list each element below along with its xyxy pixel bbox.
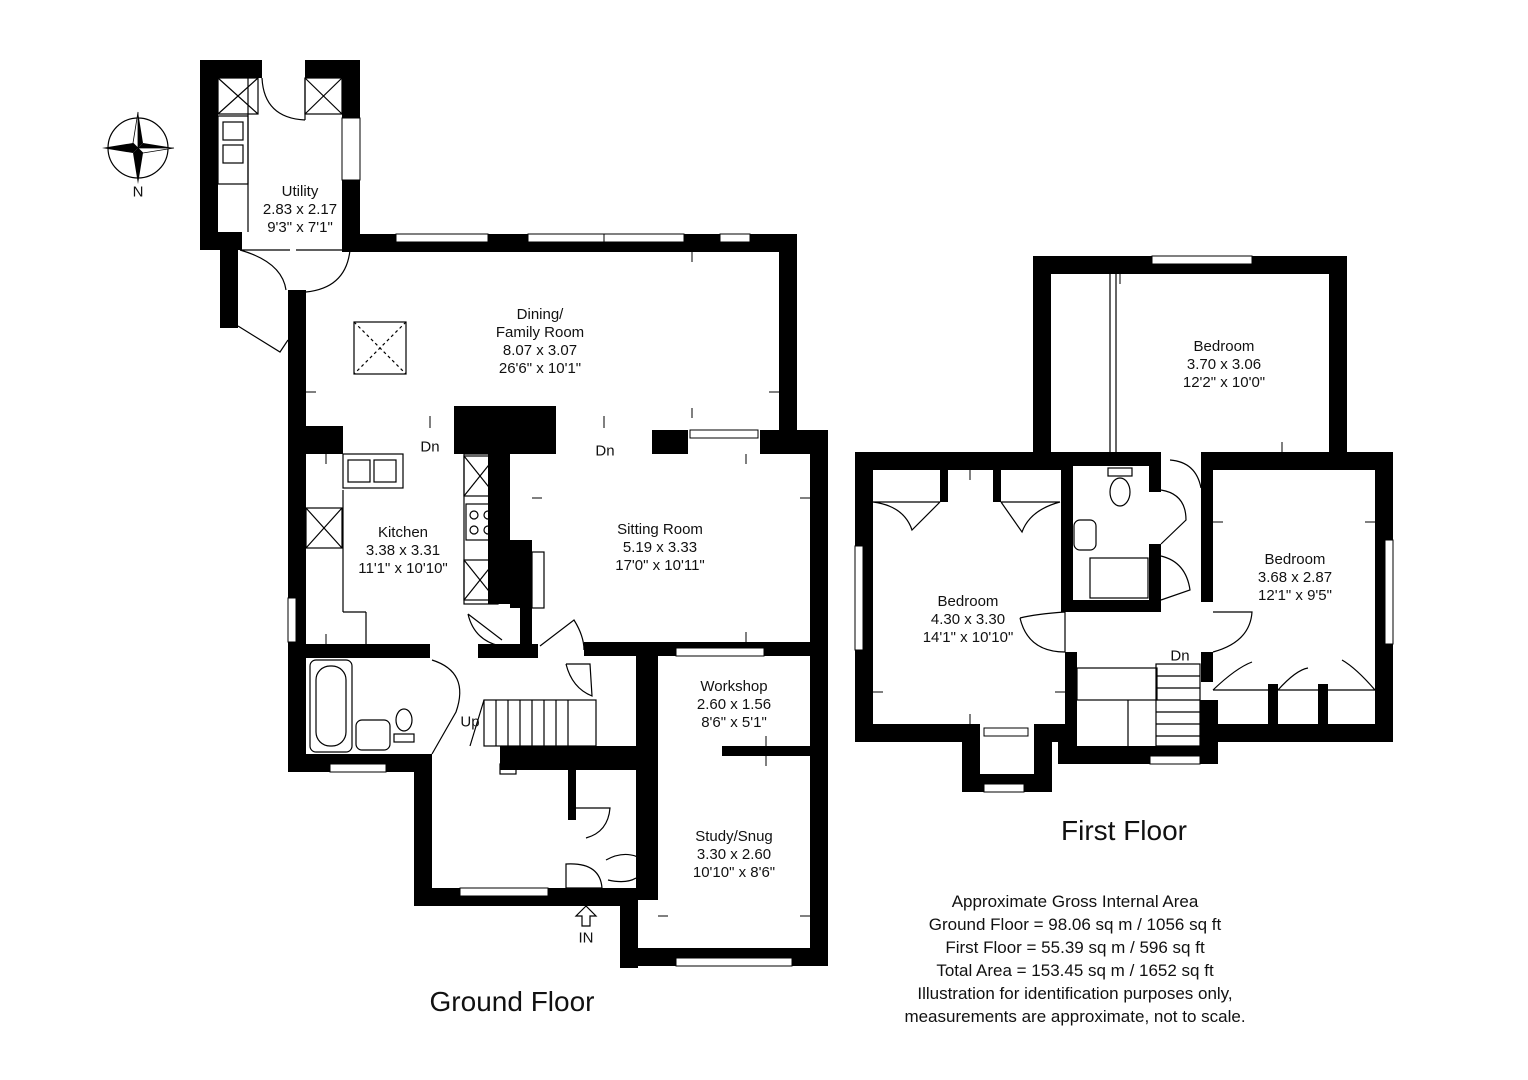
room-name: Bedroom	[1264, 551, 1326, 568]
room-name: Utility	[281, 183, 319, 200]
stair-label-up: Up	[460, 713, 480, 731]
room-label-study-snug: Study/Snug 3.30 x 2.60 10'10" x 8'6"	[693, 828, 775, 882]
room-label-workshop: Workshop 2.60 x 1.56 8'6" x 5'1"	[697, 678, 771, 732]
room-label-bedroom: Bedroom 3.70 x 3.06 12'2" x 10'0"	[1183, 338, 1265, 392]
area-first: First Floor = 55.39 sq m / 596 sq ft	[945, 938, 1205, 957]
disclaimer-line-2: measurements are approximate, not to sca…	[904, 1007, 1246, 1026]
room-label-sitting-room: Sitting Room 5.19 x 3.33 17'0" x 10'11"	[615, 521, 705, 575]
room-label-dining-family: Dining/ Family Room 8.07 x 3.07 26'6" x …	[496, 306, 584, 378]
compass-north-label: N	[132, 183, 144, 201]
room-name: Sitting Room	[617, 521, 703, 538]
room-imperial: 12'1" x 9'5"	[1258, 587, 1332, 604]
room-metric: 5.19 x 3.33	[622, 539, 698, 556]
room-metric: 3.70 x 3.06	[1186, 356, 1262, 373]
disclaimer-line-1: Illustration for identification purposes…	[917, 984, 1233, 1003]
area-ground: Ground Floor = 98.06 sq m / 1056 sq ft	[928, 915, 1222, 934]
room-metric: 8.07 x 3.07	[502, 342, 578, 359]
room-label-bedroom: Bedroom 4.30 x 3.30 14'1" x 10'10"	[923, 593, 1014, 647]
room-label-kitchen: Kitchen 3.38 x 3.31 11'1" x 10'10"	[358, 524, 448, 578]
area-total: Total Area = 153.45 sq m / 1652 sq ft	[936, 961, 1214, 980]
room-name: Workshop	[700, 678, 768, 695]
room-metric: 2.83 x 2.17	[262, 201, 338, 218]
stair-label-dn: Dn	[1170, 647, 1190, 665]
room-imperial: 17'0" x 10'11"	[615, 557, 705, 574]
room-name: Study/Snug	[695, 828, 773, 845]
room-imperial: 14'1" x 10'10"	[922, 629, 1014, 646]
area-summary: Approximate Gross Internal Area Ground F…	[855, 890, 1295, 1028]
room-name: Kitchen	[377, 524, 429, 541]
room-metric: 3.68 x 2.87	[1257, 569, 1333, 586]
dimension-markers	[306, 252, 1375, 917]
entrance-label: IN	[578, 929, 594, 947]
room-imperial: 12'2" x 10'0"	[1182, 374, 1266, 391]
ground-floor-fixtures	[217, 77, 793, 967]
stair-label-dn: Dn	[420, 438, 440, 456]
room-imperial: 26'6" x 10'1"	[498, 360, 582, 377]
room-name: Bedroom	[1193, 338, 1255, 355]
room-imperial: 8'6" x 5'1"	[701, 714, 767, 731]
first-floor-walls	[855, 256, 1393, 792]
room-metric: 3.38 x 3.31	[365, 542, 441, 559]
room-label-utility: Utility 2.83 x 2.17 9'3" x 7'1"	[263, 183, 337, 237]
room-label-bedroom: Bedroom 3.68 x 2.87 12'1" x 9'5"	[1258, 551, 1332, 605]
compass-rose-icon	[102, 111, 175, 184]
room-metric: 3.30 x 2.60	[696, 846, 772, 863]
room-name: Dining/ Family Room	[495, 306, 585, 341]
room-imperial: 11'1" x 10'10"	[358, 560, 448, 577]
room-imperial: 9'3" x 7'1"	[267, 219, 333, 236]
room-metric: 4.30 x 3.30	[930, 611, 1006, 628]
first-floor-fixtures	[854, 255, 1394, 793]
stair-label-dn: Dn	[595, 442, 615, 460]
room-name: Bedroom	[937, 593, 999, 610]
room-metric: 2.60 x 1.56	[696, 696, 772, 713]
area-heading: Approximate Gross Internal Area	[951, 892, 1199, 911]
room-imperial: 10'10" x 8'6"	[692, 864, 776, 881]
ground-floor-title: Ground Floor	[429, 986, 595, 1017]
first-floor-title: First Floor	[1061, 815, 1187, 846]
